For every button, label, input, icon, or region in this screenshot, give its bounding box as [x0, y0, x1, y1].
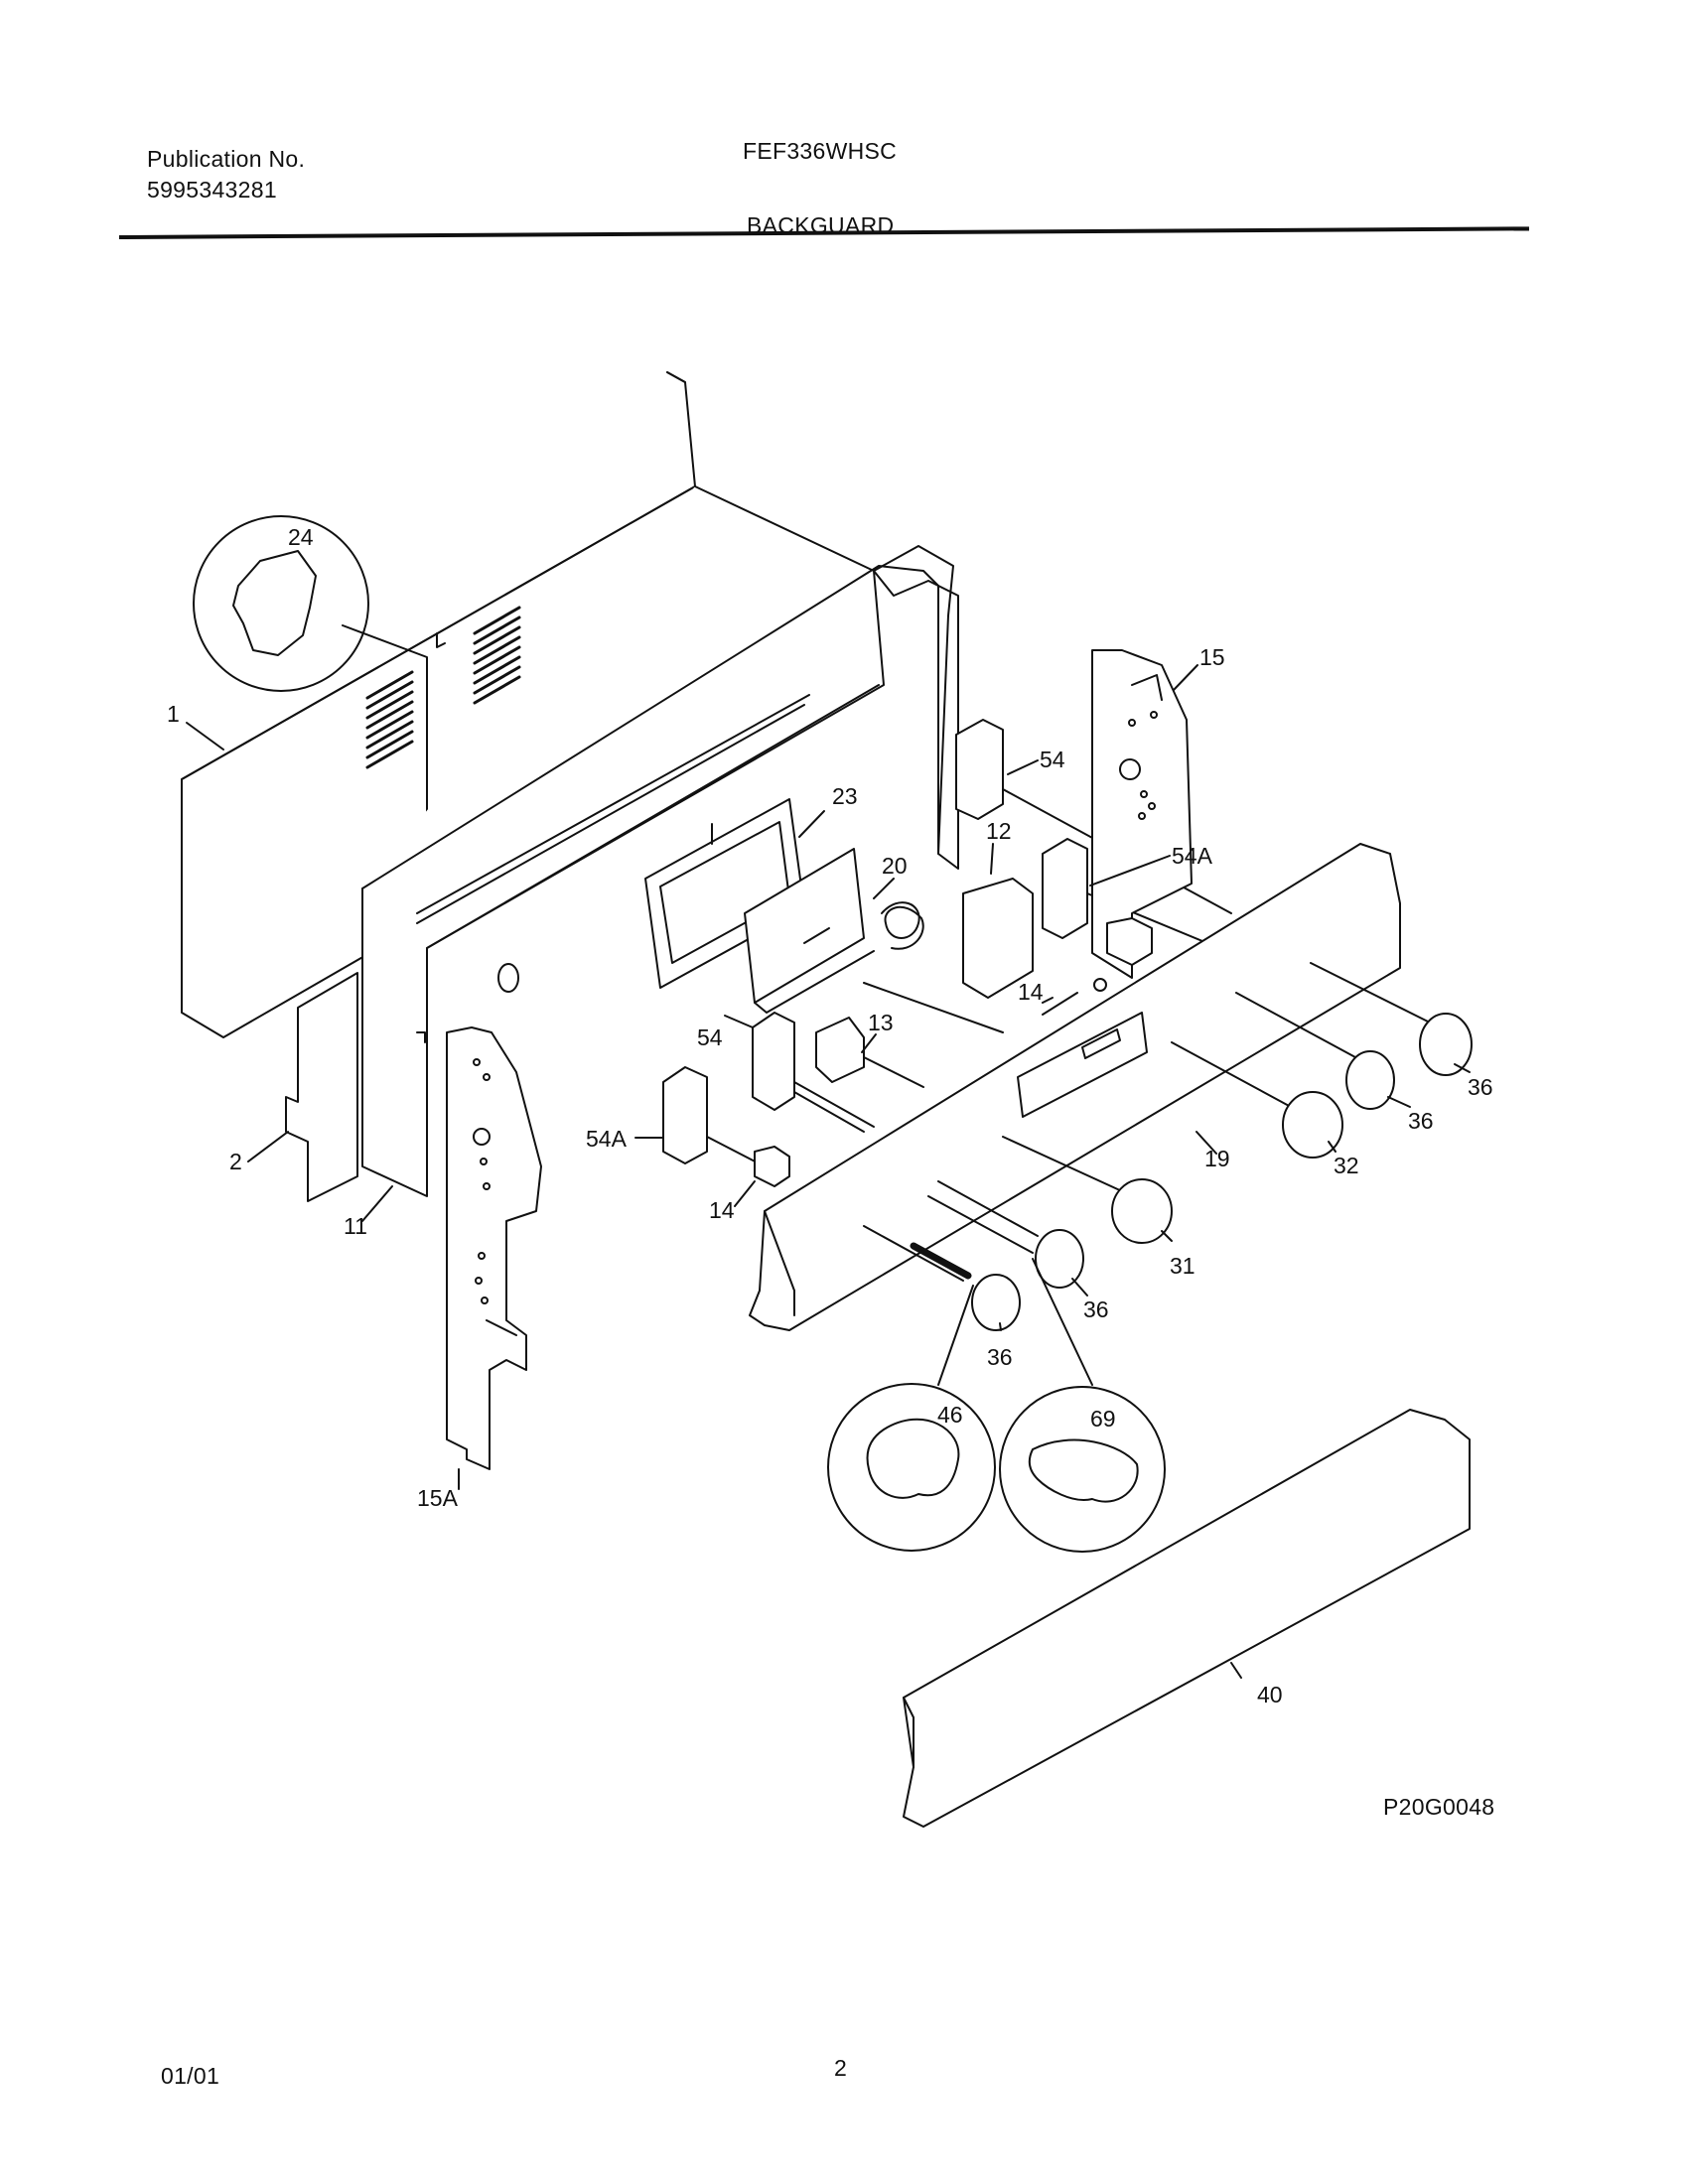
page-number: 2	[834, 2055, 848, 2081]
knob-part-36-b	[1345, 1050, 1395, 1110]
callout-11: 11	[344, 1213, 367, 1239]
detail-circle-part-69	[999, 1258, 1166, 1553]
callout-69: 69	[1090, 1406, 1116, 1432]
callout-15: 15	[1199, 644, 1225, 670]
callout-1: 1	[167, 701, 180, 727]
footer-date: 01/01	[161, 2063, 220, 2089]
callout-14-upper: 14	[1018, 979, 1044, 1005]
section-title: BACKGUARD	[747, 212, 895, 238]
knob-part-36-d	[971, 1274, 1021, 1331]
callout-54A-lower: 54A	[586, 1126, 628, 1152]
knob-part-36-c	[1035, 1229, 1084, 1289]
switch-part-54-lower	[752, 1012, 875, 1133]
knob-shafts	[863, 962, 1431, 1282]
module-part-12	[962, 878, 1034, 999]
knob-part-31	[1111, 1178, 1173, 1244]
left-bracket-part-15A	[446, 1026, 542, 1470]
knob-part-32	[1282, 1091, 1343, 1159]
control-board-part-20	[744, 848, 1004, 1033]
trim-strip-part-40	[903, 1409, 1471, 1828]
callout-14-lower: 14	[709, 1197, 735, 1223]
switch-part-14-lower	[754, 1146, 790, 1187]
callout-36-b: 36	[1408, 1108, 1434, 1134]
callout-36-d: 36	[987, 1344, 1013, 1370]
drawing-code: P20G0048	[1383, 1794, 1495, 1820]
callout-23: 23	[832, 783, 858, 809]
callout-13: 13	[868, 1010, 894, 1035]
detail-circle-part-46	[827, 1285, 996, 1552]
callout-40: 40	[1257, 1682, 1283, 1707]
callout-54-lower: 54	[697, 1024, 723, 1050]
publication-label: Publication No.	[147, 146, 306, 172]
callout-32: 32	[1334, 1153, 1359, 1178]
control-panel-part-19	[749, 843, 1401, 1331]
callout-20: 20	[882, 853, 908, 879]
callout-54-upper: 54	[1040, 747, 1065, 772]
side-bracket-part-2	[285, 972, 358, 1202]
switch-part-14-upper	[1093, 917, 1153, 992]
detail-circle-part-24	[193, 515, 438, 894]
model-number: FEF336WHSC	[743, 138, 898, 164]
callout-36-c: 36	[1083, 1297, 1109, 1322]
callout-24: 24	[288, 524, 314, 550]
leader-lines	[186, 664, 1471, 1679]
component-part-13	[815, 1017, 924, 1088]
right-bracket-part-15	[1091, 649, 1193, 979]
callout-19: 19	[1204, 1146, 1230, 1171]
callout-46: 46	[937, 1402, 963, 1428]
callout-36-a: 36	[1468, 1074, 1493, 1100]
callout-12: 12	[986, 818, 1012, 844]
callout-54A-upper: 54A	[1172, 843, 1213, 869]
knob-part-36-a	[1419, 1013, 1473, 1076]
callout-15A: 15A	[417, 1485, 459, 1511]
publication-number: 5995343281	[147, 177, 277, 203]
callout-31: 31	[1170, 1253, 1196, 1279]
switch-part-54A-lower	[662, 1066, 766, 1167]
control-frame-part-11	[361, 485, 959, 1197]
callout-labels: 1 2 11 12 13 14 14 15 15A 19 20 23 24 31…	[167, 524, 1493, 1707]
callout-2: 2	[229, 1149, 242, 1174]
